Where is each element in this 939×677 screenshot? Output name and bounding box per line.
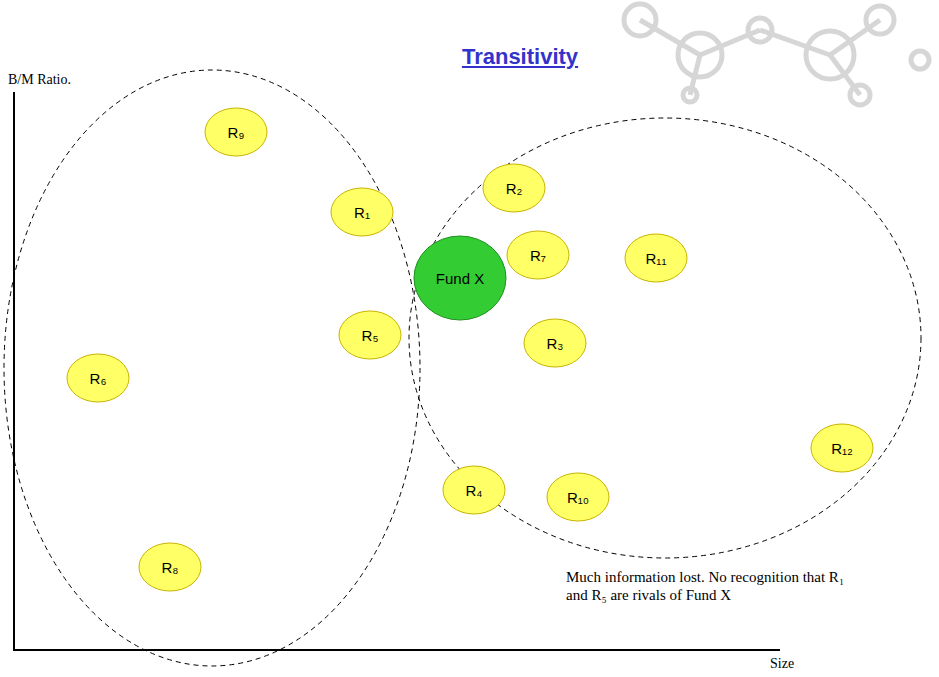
rival-circle: R₁	[330, 187, 394, 237]
rival-circle: R₁₀	[546, 472, 610, 522]
rival-circle: R₄	[442, 465, 506, 515]
rival-label: R₄	[466, 482, 483, 499]
cluster-ellipse	[4, 70, 921, 666]
rival-circle: R₁₁	[624, 233, 688, 283]
rival-label: R₅	[362, 327, 379, 344]
rival-circle: R₃	[523, 318, 587, 368]
diagram-title: Transitivity	[462, 44, 578, 70]
rival-label: R₆	[90, 370, 107, 387]
axes	[13, 92, 780, 651]
rival-label: R₃	[547, 335, 564, 352]
rival-label: R₈	[161, 559, 178, 576]
rival-label: R₂	[506, 180, 523, 197]
rival-circle: R₇	[506, 230, 570, 280]
rival-label: R₇	[530, 247, 546, 264]
rival-label: R₉	[228, 124, 245, 141]
rival-label: R₁₂	[831, 440, 853, 457]
rival-label: R₁	[354, 204, 370, 221]
rival-circle: R₈	[138, 542, 202, 592]
rival-label: R₁₀	[567, 489, 589, 506]
rival-circle: R₉	[204, 107, 268, 157]
fund-label: Fund X	[436, 270, 484, 287]
rival-circle: R₆	[66, 353, 130, 403]
rival-circle: R₅	[338, 310, 402, 360]
rival-circle: R₂	[482, 163, 546, 213]
rival-label: R₁₁	[646, 250, 667, 267]
note-text: Much information lost. No recognition th…	[566, 568, 866, 604]
rival-circle: R₁₂	[810, 423, 874, 473]
axis-label: B/M Ratio.	[8, 72, 71, 88]
molecule-decoration	[624, 4, 929, 105]
fund-circle: Fund X	[413, 235, 507, 321]
axis-label: Size	[770, 656, 794, 672]
